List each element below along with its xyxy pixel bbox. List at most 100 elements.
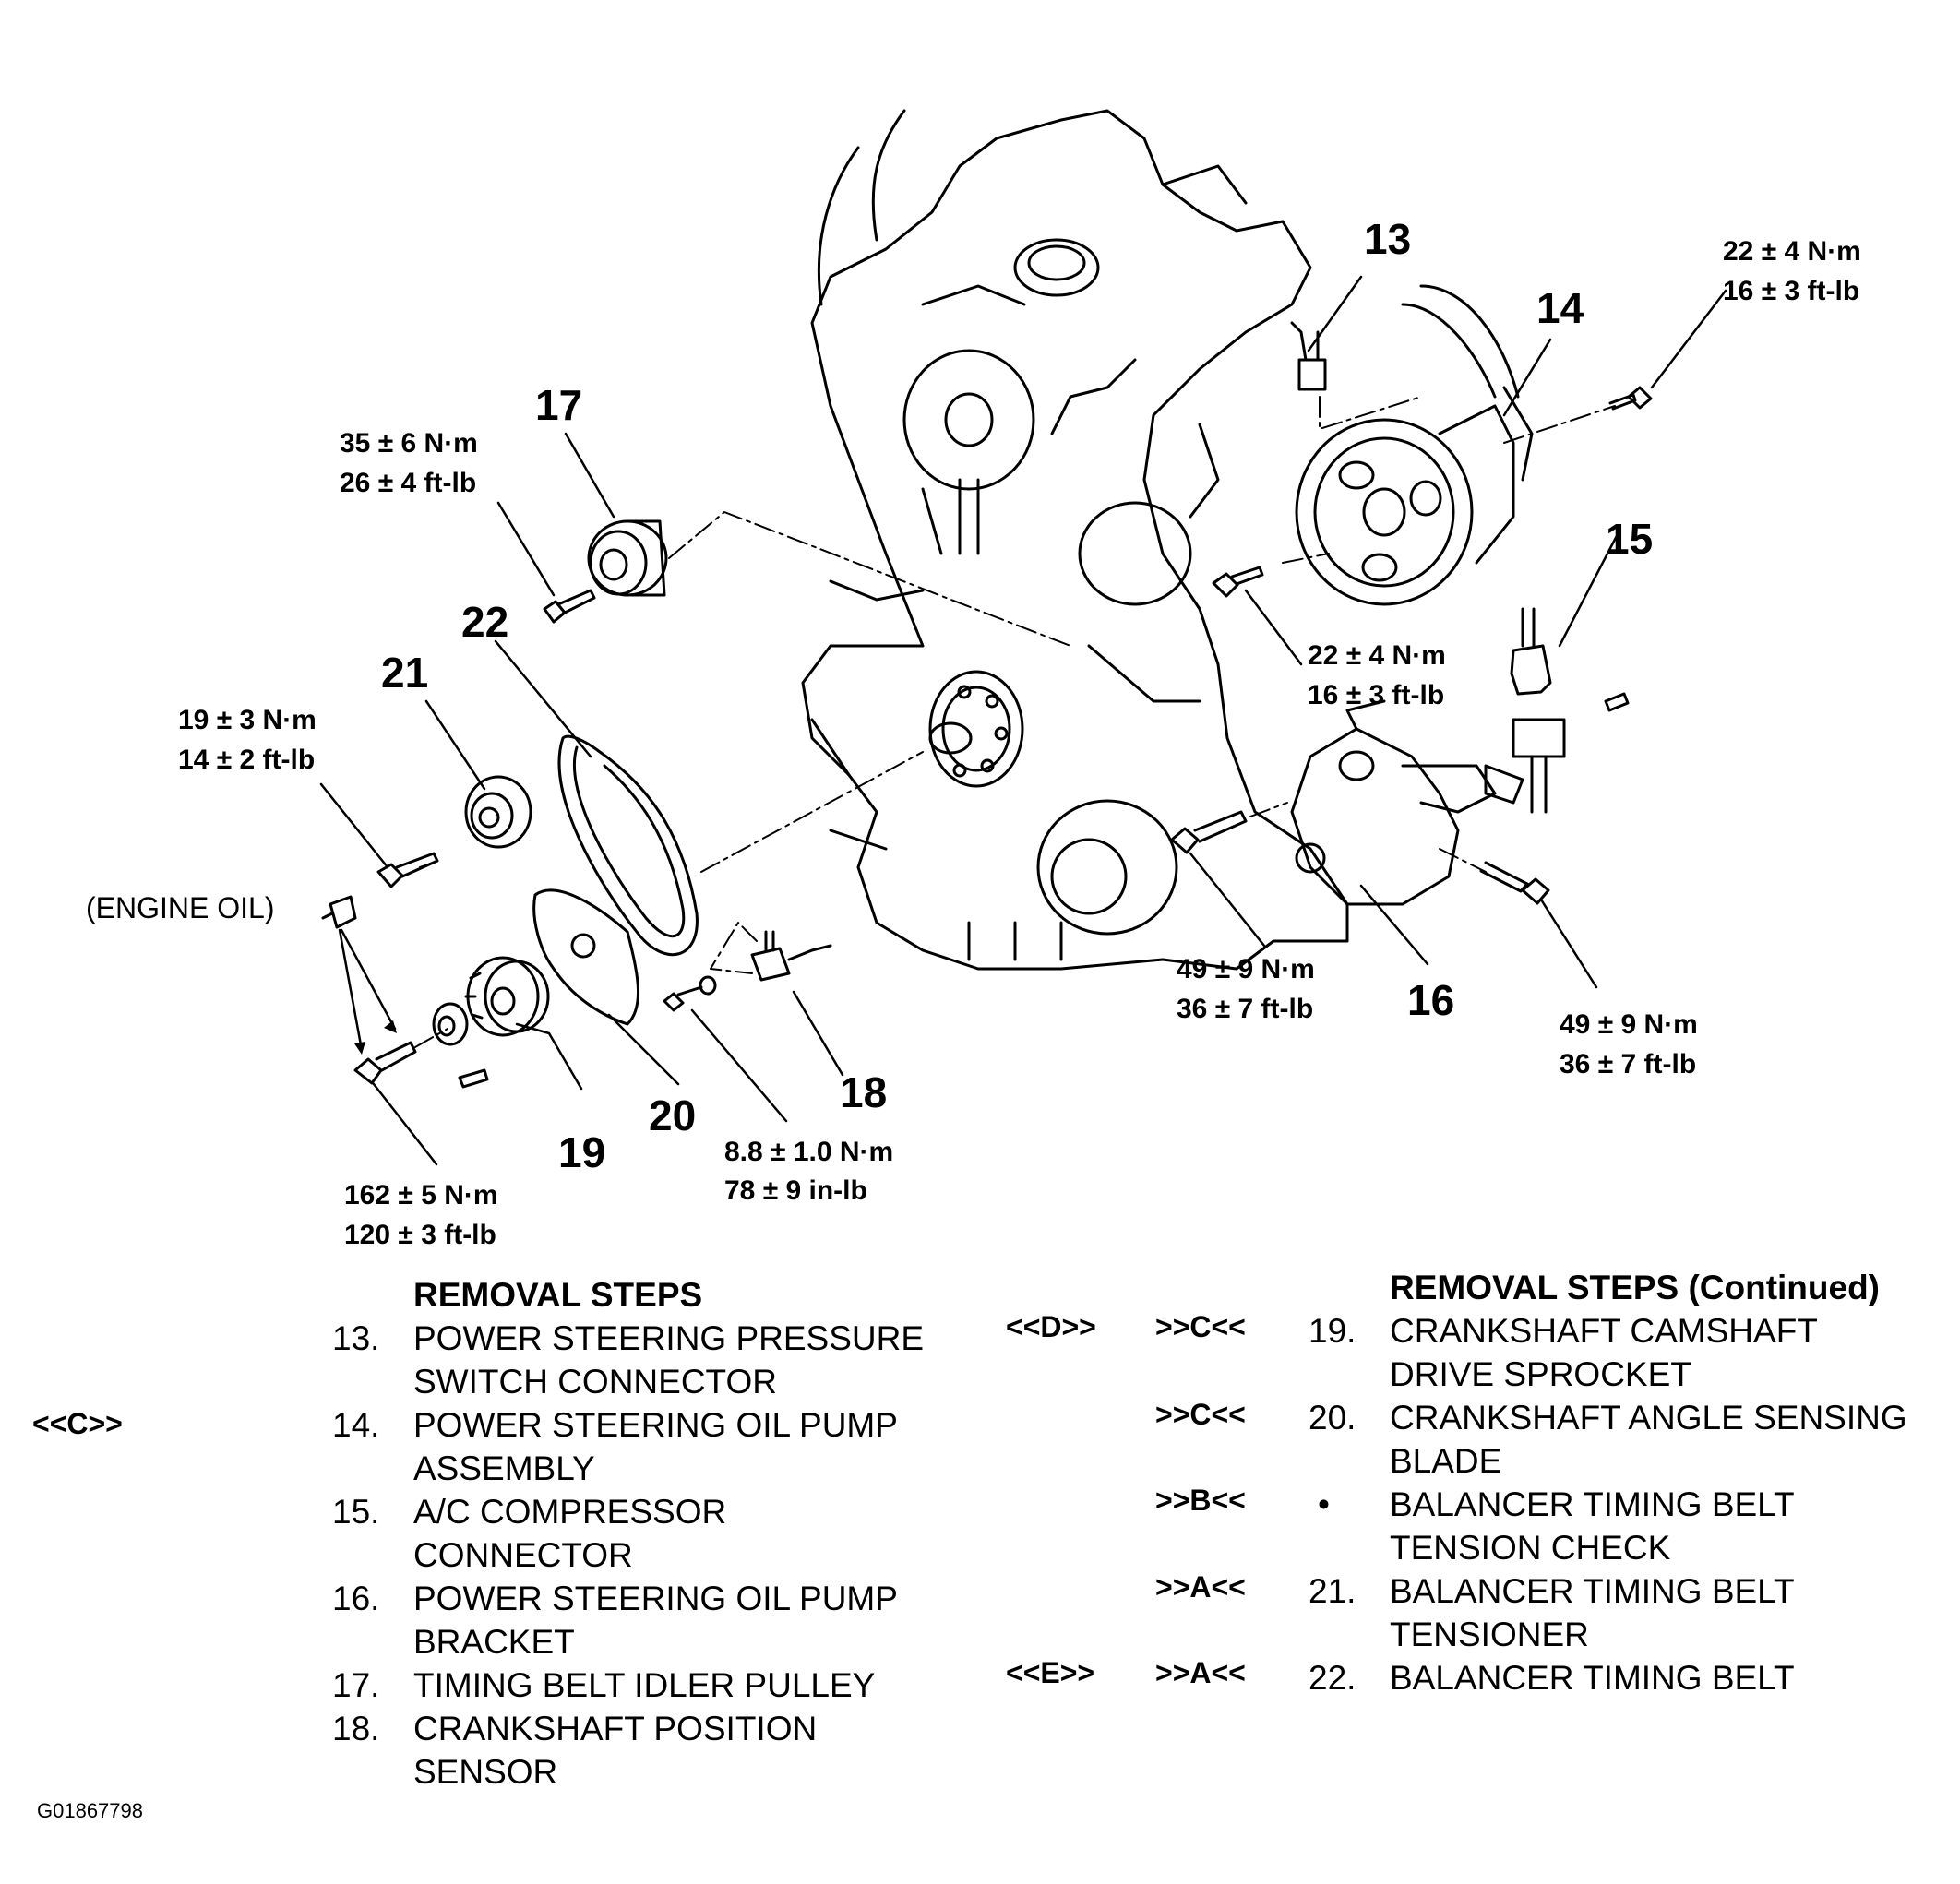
callout-15: 15 <box>1606 515 1653 563</box>
pump-bolt-lower <box>1212 566 1264 598</box>
torque-pump-top-ftlb: 16 ± 3 ft-lb <box>1723 276 1859 306</box>
power-steering-pump <box>1295 284 1534 606</box>
step-text: POWER STEERING OIL PUMP BRACKET <box>413 1580 898 1661</box>
callout-19: 19 <box>558 1128 605 1176</box>
step-22-install-marker: >>A<< <box>1155 1656 1246 1689</box>
pump-bolt-top <box>1608 386 1653 411</box>
removal-steps-left: REMOVAL STEPS 13. POWER STEERING PRESSURE… <box>332 1273 997 1794</box>
step-22-removal-marker: <<E>> <box>1006 1656 1095 1689</box>
crank-washer <box>432 1002 469 1046</box>
step-19-install-marker: >>C<< <box>1155 1310 1246 1343</box>
torque-bracket-right-ftlb: 36 ± 7 ft-lb <box>1560 1049 1696 1079</box>
angle-sensing-blade <box>532 888 639 1026</box>
step-row: 22. BALANCER TIMING BELT <box>1309 1656 1954 1699</box>
torque-bracket-right-nm: 49 ± 9 N·m <box>1560 1009 1698 1040</box>
torque-specs: 22 ± 4 N·m 16 ± 3 ft-lb 22 ± 4 N·m 16 ± … <box>86 236 1861 1250</box>
torque-tensioner-nm: 19 ± 3 N·m <box>178 705 317 735</box>
torque-idler-nm: 35 ± 6 N·m <box>340 428 478 459</box>
torque-pulley-nm: 22 ± 4 N·m <box>1308 640 1446 671</box>
callout-16: 16 <box>1407 976 1454 1024</box>
balancer-timing-belt <box>557 734 699 957</box>
torque-sensor-inlb: 78 ± 9 in-lb <box>724 1175 867 1206</box>
step-number: 22. <box>1309 1659 1356 1697</box>
step-row: 15. A/C COMPRESSOR CONNECTOR <box>332 1490 997 1577</box>
step-text: BALANCER TIMING BELT <box>1390 1659 1795 1697</box>
step-number: 13. <box>332 1319 380 1357</box>
callout-20: 20 <box>649 1091 696 1139</box>
torque-crank-ftlb: 120 ± 3 ft-lb <box>344 1220 496 1250</box>
step-21-install-marker: >>A<< <box>1155 1570 1246 1604</box>
callout-13: 13 <box>1364 215 1411 263</box>
step-row: • BALANCER TIMING BELT TENSION CHECK <box>1309 1483 1954 1569</box>
torque-bracket-left-ftlb: 36 ± 7 ft-lb <box>1177 994 1313 1024</box>
crank-position-sensor <box>750 930 832 982</box>
callout-17: 17 <box>535 381 582 429</box>
step-text: BALANCER TIMING BELT TENSIONER <box>1390 1572 1795 1653</box>
step-number: 17. <box>332 1666 380 1704</box>
removal-steps-right: REMOVAL STEPS (Continued) 19. CRANKSHAFT … <box>1309 1266 1954 1699</box>
pump-bracket <box>1290 699 1497 906</box>
torque-sensor-nm: 8.8 ± 1.0 N·m <box>724 1137 893 1167</box>
step-19-removal-marker: <<D>> <box>1006 1310 1096 1343</box>
idler-bolt <box>543 589 596 624</box>
step-bullet: • <box>1318 1485 1330 1523</box>
step-number: 18. <box>332 1710 380 1747</box>
torque-bracket-left-nm: 49 ± 9 N·m <box>1177 954 1315 984</box>
step-text: BALANCER TIMING BELT TENSION CHECK <box>1390 1485 1795 1567</box>
step-text: CRANKSHAFT POSITION SENSOR <box>413 1710 818 1791</box>
sensor-bolt <box>663 975 717 1012</box>
step-row: 21. BALANCER TIMING BELT TENSIONER <box>1309 1569 1954 1656</box>
torque-tensioner-ftlb: 14 ± 2 ft-lb <box>178 745 315 775</box>
idler-pulley <box>587 519 668 597</box>
step-number: 16. <box>332 1580 380 1617</box>
figure-id: G01867798 <box>37 1799 143 1822</box>
engine-block <box>801 109 1349 971</box>
step-number: 20. <box>1309 1399 1356 1437</box>
step-row: 13. POWER STEERING PRESSURE SWITCH CONNEC… <box>332 1317 997 1403</box>
step-number: 21. <box>1309 1572 1356 1610</box>
removal-steps-continued-title: REMOVAL STEPS (Continued) <box>1390 1269 1881 1306</box>
step-row: 16. POWER STEERING OIL PUMP BRACKET <box>332 1577 997 1663</box>
step-row: 20. CRANKSHAFT ANGLE SENSING BLADE <box>1309 1396 1954 1483</box>
callout-labels: 13 14 15 16 17 18 19 20 21 22 <box>381 215 1653 1176</box>
torque-crank-nm: 162 ± 5 N·m <box>344 1180 498 1210</box>
callout-21: 21 <box>381 649 428 697</box>
step-14-removal-marker: <<C>> <box>32 1407 123 1440</box>
tension-check-install-marker: >>B<< <box>1155 1484 1246 1517</box>
balancer-pulley <box>1036 799 1178 936</box>
assembly-lines <box>414 396 1616 1048</box>
key-pin <box>458 1068 489 1089</box>
tensioner-bolt <box>376 852 439 888</box>
callout-22: 22 <box>461 598 508 646</box>
bracket-bolt-right <box>1479 861 1550 905</box>
removal-steps-title: REMOVAL STEPS <box>413 1276 703 1314</box>
step-number: 14. <box>332 1406 380 1444</box>
crankshaft-hub <box>928 670 1024 788</box>
ac-compressor-connector <box>1484 607 1630 814</box>
step-row: 14. POWER STEERING OIL PUMP ASSEMBLY <box>332 1403 997 1490</box>
step-text: TIMING BELT IDLER PULLEY <box>413 1666 876 1704</box>
torque-pump-top-nm: 22 ± 4 N·m <box>1723 236 1861 267</box>
step-number: 15. <box>332 1493 380 1531</box>
step-row: 17. TIMING BELT IDLER PULLEY <box>332 1663 997 1707</box>
step-20-install-marker: >>C<< <box>1155 1398 1246 1431</box>
crank-bolt <box>353 1041 417 1085</box>
step-row: 18. CRANKSHAFT POSITION SENSOR <box>332 1707 997 1794</box>
leader-lines <box>319 275 1727 1166</box>
oil-can-icon <box>321 895 357 929</box>
step-number: 19. <box>1309 1312 1356 1350</box>
bracket-bolt-left <box>1170 810 1248 854</box>
callout-18: 18 <box>840 1068 887 1116</box>
callout-14: 14 <box>1536 284 1584 332</box>
crankshaft-sprocket <box>464 956 550 1037</box>
torque-idler-ftlb: 26 ± 4 ft-lb <box>340 468 476 498</box>
step-text: A/C COMPRESSOR CONNECTOR <box>413 1493 727 1574</box>
step-text: POWER STEERING OIL PUMP ASSEMBLY <box>413 1406 898 1487</box>
engine-oil-label: (ENGINE OIL) <box>86 891 274 924</box>
step-text: CRANKSHAFT ANGLE SENSING BLADE <box>1390 1399 1907 1480</box>
step-row: 19. CRANKSHAFT CAMSHAFT DRIVE SPROCKET <box>1309 1309 1954 1396</box>
step-text: CRANKSHAFT CAMSHAFT DRIVE SPROCKET <box>1390 1312 1818 1393</box>
torque-pulley-ftlb: 16 ± 3 ft-lb <box>1308 680 1444 710</box>
step-text: POWER STEERING PRESSURE SWITCH CONNECTOR <box>413 1319 925 1401</box>
